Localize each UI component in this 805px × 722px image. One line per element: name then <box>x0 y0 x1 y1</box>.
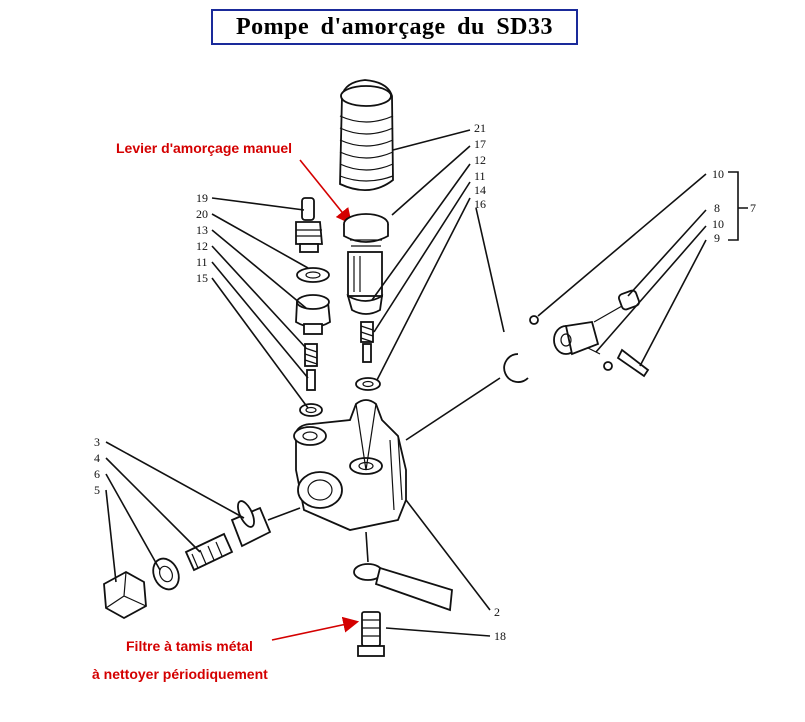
valve-spring-left <box>304 343 318 391</box>
part-number-19: 19 <box>196 191 208 205</box>
part-number-7: 7 <box>750 201 756 215</box>
part-number-21: 21 <box>474 121 486 135</box>
washer-14-part <box>355 377 381 391</box>
seat-15-part <box>299 403 323 417</box>
part-number-10: 10 <box>712 167 724 181</box>
part-number-8: 8 <box>714 201 720 215</box>
part-number-12: 12 <box>474 153 486 167</box>
part-number-11: 11 <box>474 169 486 183</box>
part-number-18: 18 <box>494 629 506 643</box>
part-number-9: 9 <box>714 231 720 245</box>
part-number-3: 3 <box>94 435 100 449</box>
washer-20-part <box>296 267 330 283</box>
part-number-16: 16 <box>474 197 486 211</box>
part-number-2: 2 <box>494 605 500 619</box>
part-number-6: 6 <box>94 467 100 481</box>
lever-annotation: Levier d'amorçage manuel <box>116 140 293 156</box>
filter-arrow <box>271 616 360 641</box>
part-number-17: 17 <box>474 137 486 151</box>
leader-lines <box>105 129 748 637</box>
part-number-13: 13 <box>196 223 208 237</box>
outlet-banjo-18-part <box>353 563 453 657</box>
filter-sleeve-3-part <box>230 500 272 548</box>
part-number-5: 5 <box>94 483 100 497</box>
filter-annotation-line2: à nettoyer périodiquement <box>92 666 268 682</box>
lever-assembly-part <box>529 289 650 378</box>
plug-5-part <box>103 570 147 620</box>
part-number-11-left: 11 <box>196 255 208 269</box>
filter-annotation-line1: Filtre à tamis métal <box>126 638 253 654</box>
spring-4-part <box>184 532 234 572</box>
priming-lever-part <box>343 213 389 315</box>
part-number-14: 14 <box>474 183 486 197</box>
circlip-16-part <box>503 353 529 383</box>
diagram-title: Pompe d'amorçage du SD33 <box>211 9 578 45</box>
part-number-12-left: 12 <box>196 239 208 253</box>
washer-6-part <box>152 557 180 591</box>
valve-spring-right <box>360 321 374 363</box>
part-number-4: 4 <box>94 451 100 465</box>
part-number-20: 20 <box>196 207 208 221</box>
part-number-10-lower: 10 <box>712 217 724 231</box>
banjo-union-19-part <box>295 197 323 253</box>
nut-13-part <box>295 294 331 335</box>
pump-body-part <box>293 399 407 531</box>
part-number-15: 15 <box>196 271 208 285</box>
bellows-boot-part <box>339 79 394 191</box>
lever-arrow <box>299 159 353 225</box>
